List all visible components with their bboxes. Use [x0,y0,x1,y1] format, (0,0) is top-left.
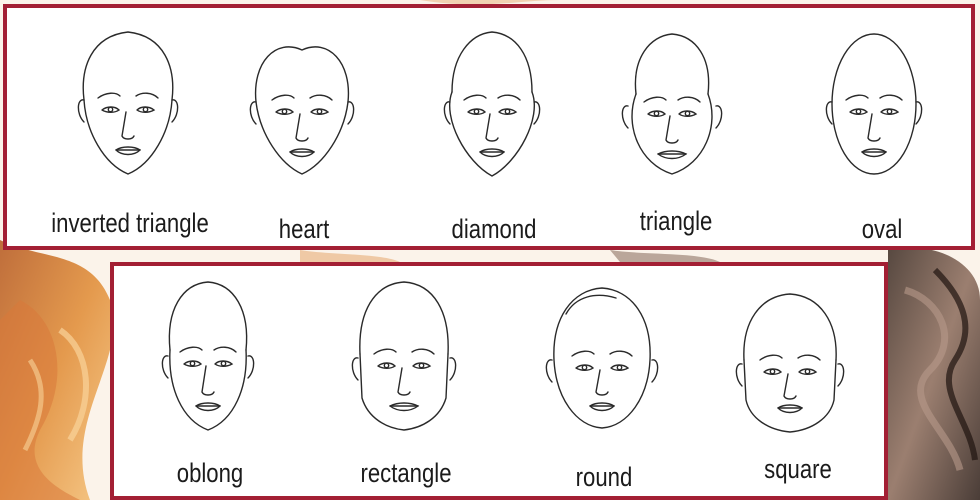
face-label-diamond: diamond [437,214,552,244]
face-sketch-icon-oblong [142,274,274,434]
face-sketch-icon-rectangle [338,274,470,434]
face-label-round: round [555,462,653,492]
face-label-triangle: triangle [619,206,734,236]
face-sketch-icon-diamond [426,22,558,182]
face-label-rectangle: rectangle [349,458,464,488]
face-sketch-icon-heart [236,22,368,182]
face-sketch-icon-triangle [606,22,738,182]
face-sketch-icon-square [724,282,856,442]
face-sketch-icon-round [536,274,668,434]
face-label-oval: oval [841,214,923,244]
face-sketch-icon-oval [808,22,940,182]
face-label-oblong: oblong [161,458,259,488]
face-label-heart: heart [255,214,353,244]
face-label-inverted-triangle: inverted triangle [40,208,220,238]
face-label-square: square [749,454,847,484]
face-sketch-icon-inverted-triangle [62,22,194,182]
